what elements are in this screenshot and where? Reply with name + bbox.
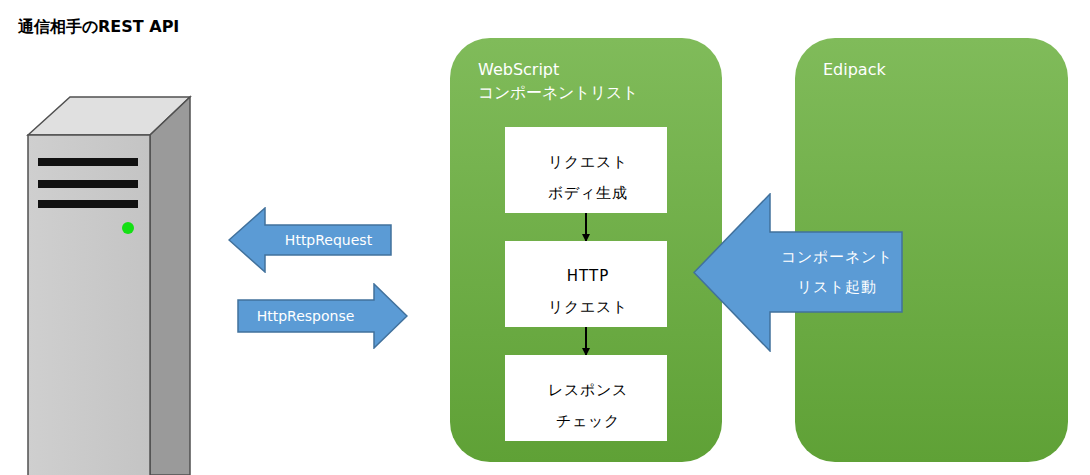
process-box: リクエスト ボディ生成 [505, 127, 667, 213]
response-arrow: HttpResponse [237, 283, 408, 349]
launch-arrow: コンポーネント リスト起動 [693, 193, 903, 352]
webscript-panel: WebScript コンポーネントリストリクエスト ボディ生成 HTTP リクエス… [450, 38, 722, 462]
server-illustration [0, 0, 200, 475]
block-arrow-outline [238, 284, 407, 348]
diagram-title: 通信相手のREST API [18, 17, 179, 38]
panel-label: Edipack [823, 58, 886, 81]
node-label: コンポーネント リスト起動 [770, 232, 903, 312]
flow-connector [585, 327, 587, 355]
flow-connector [585, 213, 587, 241]
node-label: HTTP リクエスト [533, 261, 643, 323]
block-arrow-outline [229, 208, 391, 272]
process-box: レスポンス チェック [505, 355, 667, 441]
block-arrow-shape [693, 193, 903, 352]
block-arrow-outline [694, 194, 902, 351]
node-label: リクエスト ボディ生成 [533, 147, 643, 209]
process-box: HTTP リクエスト [505, 241, 667, 327]
node-label: HttpRequest [265, 225, 392, 255]
panel-label: WebScript コンポーネントリスト [478, 58, 668, 104]
node-label: HttpResponse [237, 300, 374, 332]
node-label: レスポンス チェック [533, 375, 643, 437]
request-arrow: HttpRequest [228, 207, 392, 273]
